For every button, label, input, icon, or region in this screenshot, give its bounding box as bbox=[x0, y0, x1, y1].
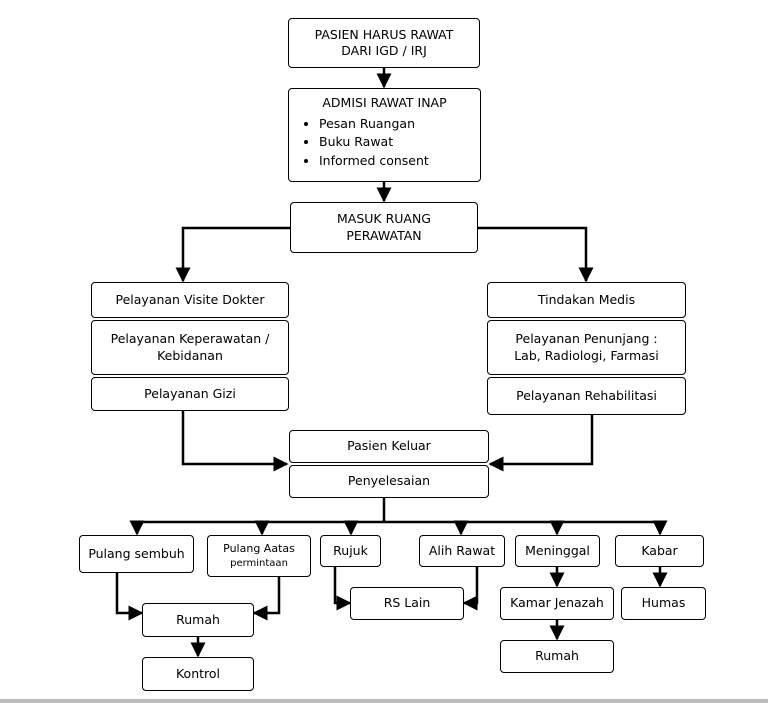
node-pelayanan-visite-dokter: Pelayanan Visite Dokter bbox=[91, 282, 289, 318]
node-rumah: Rumah bbox=[142, 603, 254, 637]
node-label: Rujuk bbox=[333, 542, 368, 558]
connector-arrow bbox=[488, 415, 594, 472]
connector-arrow bbox=[333, 567, 352, 611]
connector-arrow bbox=[462, 567, 479, 611]
node-label: Tindakan Medis bbox=[537, 291, 636, 307]
connector-arrow bbox=[478, 226, 594, 283]
node-label: Pelayanan Rehabilitasi bbox=[516, 387, 657, 403]
node-label: Rumah bbox=[176, 611, 220, 627]
node-kontrol: Kontrol bbox=[142, 657, 254, 691]
node-rs-lain: RS Lain bbox=[350, 587, 464, 620]
node-label: Penyelesaian bbox=[347, 473, 431, 489]
node-humas: Humas bbox=[621, 587, 706, 620]
admisi-checklist: Pesan Ruangan Buku Rawat Informed consen… bbox=[289, 115, 429, 169]
node-pelayanan-rehabilitasi: Pelayanan Rehabilitasi bbox=[487, 377, 686, 415]
node-label: Pasien Keluar bbox=[347, 438, 431, 454]
node-rumah-2: Rumah bbox=[500, 640, 614, 673]
node-pasien-keluar: Pasien Keluar bbox=[289, 430, 489, 463]
node-kamar-jenazah: Kamar Jenazah bbox=[500, 587, 614, 620]
node-label: Kebidanan bbox=[157, 347, 223, 363]
node-label: Lab, Radiologi, Farmasi bbox=[514, 347, 659, 363]
node-pelayanan-keperawatan: Pelayanan Keperawatan / Kebidanan bbox=[91, 320, 289, 375]
connector-arrow bbox=[181, 411, 289, 472]
node-label: Pelayanan Visite Dokter bbox=[115, 291, 265, 307]
node-alih-rawat: Alih Rawat bbox=[419, 535, 505, 567]
connector-arrow bbox=[115, 573, 144, 621]
node-label: Meninggal bbox=[525, 542, 590, 558]
node-label: PERAWATAN bbox=[346, 227, 422, 243]
node-admisi-rawat-inap: ADMISI RAWAT INAP Pesan Ruangan Buku Raw… bbox=[288, 88, 481, 182]
node-label: Pulang Aatas bbox=[223, 542, 295, 556]
node-label: Pelayanan Keperawatan / bbox=[110, 331, 270, 347]
node-tindakan-medis: Tindakan Medis bbox=[487, 282, 686, 318]
node-label: Humas bbox=[641, 595, 686, 611]
node-label: Pulang sembuh bbox=[88, 545, 185, 561]
node-label: Kontrol bbox=[175, 665, 221, 681]
node-label: Kamar Jenazah bbox=[510, 595, 604, 611]
node-label: DARI IGD / IRJ bbox=[341, 43, 427, 58]
node-label: Alih Rawat bbox=[428, 542, 496, 558]
node-label: MASUK RUANG bbox=[336, 211, 431, 227]
node-label: Pelayanan Penunjang : bbox=[515, 331, 658, 347]
node-pulang-sembuh: Pulang sembuh bbox=[79, 535, 194, 573]
list-item: Pesan Ruangan bbox=[319, 115, 429, 133]
node-title: ADMISI RAWAT INAP bbox=[322, 95, 447, 110]
node-label: Pelayanan Gizi bbox=[144, 385, 236, 401]
connector-arrow bbox=[252, 577, 281, 621]
node-pulang-atas-permintaan: Pulang Aatas permintaan bbox=[207, 535, 311, 577]
node-kabar: Kabar bbox=[615, 535, 704, 567]
node-label: RS Lain bbox=[383, 595, 431, 611]
node-label: Rumah bbox=[535, 648, 579, 664]
list-item: Buku Rawat bbox=[319, 133, 429, 151]
node-penyelesaian: Penyelesaian bbox=[289, 465, 489, 498]
node-pasien-harus-rawat: PASIEN HARUS RAWAT DARI IGD / IRJ bbox=[288, 18, 480, 68]
node-masuk-ruang-perawatan: MASUK RUANG PERAWATAN bbox=[290, 202, 478, 253]
node-label: permintaan bbox=[230, 557, 288, 569]
node-label: PASIEN HARUS RAWAT bbox=[314, 26, 454, 42]
list-item: Informed consent bbox=[319, 152, 429, 170]
node-label: Kabar bbox=[641, 542, 678, 558]
node-pelayanan-gizi: Pelayanan Gizi bbox=[91, 377, 289, 411]
footer-divider bbox=[0, 699, 768, 703]
connector-arrow bbox=[175, 226, 290, 283]
node-meninggal: Meninggal bbox=[515, 535, 600, 567]
node-pelayanan-penunjang: Pelayanan Penunjang : Lab, Radiologi, Fa… bbox=[487, 320, 686, 375]
node-rujuk: Rujuk bbox=[320, 535, 381, 567]
